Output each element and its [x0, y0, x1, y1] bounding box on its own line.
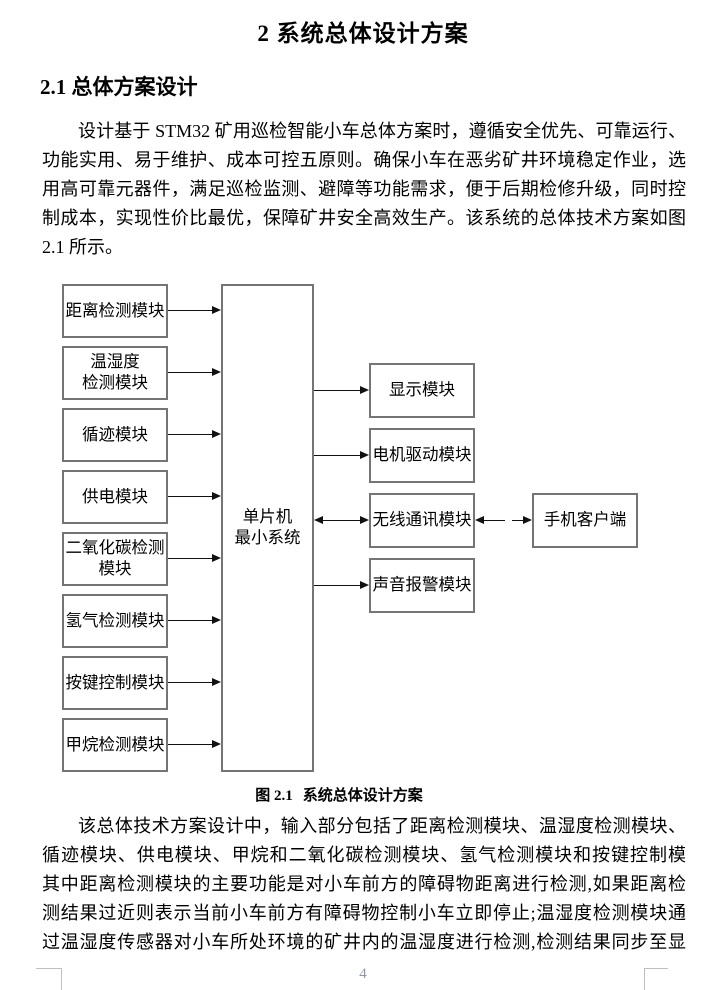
arrow-hydrogen-to-mcu — [168, 616, 221, 625]
body-line: 设计基于 STM32 矿用巡检智能小车总体方案时，遵循安全优先、可靠运行、 — [78, 121, 686, 141]
corner-mark-bottom-left — [61, 968, 62, 990]
body-line: 循迹模块、供电模块、甲烷和二氧化碳检测模块、氢气检测模块和按键控制模块。 — [42, 845, 686, 865]
arrow-key-control-to-mcu — [168, 678, 221, 687]
phone-client-box: 手机客户端 — [532, 493, 638, 548]
corner-mark-bottom-left — [36, 968, 62, 969]
mcu-minimum-system-box: 单片机 最小系统 — [221, 284, 314, 772]
input-box-distance-detection: 距离检测模块 — [62, 284, 168, 338]
figure-caption: 图 2.1 系统总体设计方案 — [0, 784, 678, 805]
output-box-motor-drive-module: 电机驱动模块 — [369, 428, 475, 483]
arrow-mcu-to-sound-alarm — [314, 581, 369, 590]
output-box-display-module: 显示模块 — [369, 363, 475, 418]
arrow-mcu-to-motor-drive — [314, 451, 369, 460]
arrow-wireless-to-client — [512, 516, 532, 525]
page-title: 2 系统总体设计方案 — [257, 21, 469, 46]
input-box-line-tracking: 循迹模块 — [62, 408, 168, 462]
arrow-co2-to-mcu — [168, 554, 221, 563]
body-line: 制成本，实现性价比最优，保障矿井安全高效生产。该系统的总体技术方案如图 — [42, 208, 686, 228]
arrow-client-to-wireless — [475, 516, 505, 525]
body-line: 功能实用、易于维护、成本可控五原则。确保小车在恶劣矿井环境稳定作业，选 — [42, 150, 686, 170]
page-number: 4 — [359, 966, 367, 982]
figure-caption-label: 图 2.1 — [255, 788, 293, 804]
body-line: 用高可靠元器件，满足巡检监测、避障等功能需求，便于后期检修升级，同时控 — [42, 179, 686, 199]
body-line: 过温湿度传感器对小车所处环境的矿井内的温湿度进行检测,检测结果同步至显 — [42, 932, 686, 952]
arrow-methane-to-mcu — [168, 740, 221, 749]
body-line: 其中距离检测模块的主要功能是对小车前方的障碍物距离进行检测,如果距离检 — [42, 874, 686, 894]
arrow-line-tracking-to-mcu — [168, 430, 221, 439]
corner-mark-bottom-right — [644, 968, 645, 990]
arrow-mcu-wireless-bidirectional — [314, 516, 369, 525]
body-line: 测结果过近则表示当前小车前方有障碍物控制小车立即停止;温湿度检测模块通 — [42, 903, 686, 923]
section-heading: 2.1 总体方案设计 — [40, 75, 198, 99]
body-line: 2.1 所示。 — [42, 237, 123, 257]
input-box-power-supply: 供电模块 — [62, 470, 168, 524]
input-box-hydrogen-detection: 氢气检测模块 — [62, 594, 168, 648]
input-box-temp-humidity-detection: 温湿度 检测模块 — [62, 346, 168, 400]
paragraph-1: 设计基于 STM32 矿用巡检智能小车总体方案时，遵循安全优先、可靠运行、 功能… — [42, 117, 686, 262]
output-box-sound-alarm-module: 声音报警模块 — [369, 558, 475, 613]
paragraph-2: 该总体技术方案设计中，输入部分包括了距离检测模块、温湿度检测模块、 循迹模块、供… — [42, 812, 686, 957]
arrow-distance-to-mcu — [168, 306, 221, 315]
arrow-power-to-mcu — [168, 492, 221, 501]
body-line: 该总体技术方案设计中，输入部分包括了距离检测模块、温湿度检测模块、 — [78, 816, 686, 836]
input-box-methane-detection: 甲烷检测模块 — [62, 718, 168, 772]
arrow-mcu-to-display — [314, 386, 369, 395]
figure-caption-text: 系统总体设计方案 — [302, 788, 423, 804]
arrow-temp-humidity-to-mcu — [168, 368, 221, 377]
corner-mark-bottom-right — [644, 968, 668, 969]
output-box-wireless-comm-module: 无线通讯模块 — [369, 493, 475, 548]
input-box-key-control: 按键控制模块 — [62, 656, 168, 710]
input-box-co2-detection: 二氧化碳检测 模块 — [62, 532, 168, 586]
